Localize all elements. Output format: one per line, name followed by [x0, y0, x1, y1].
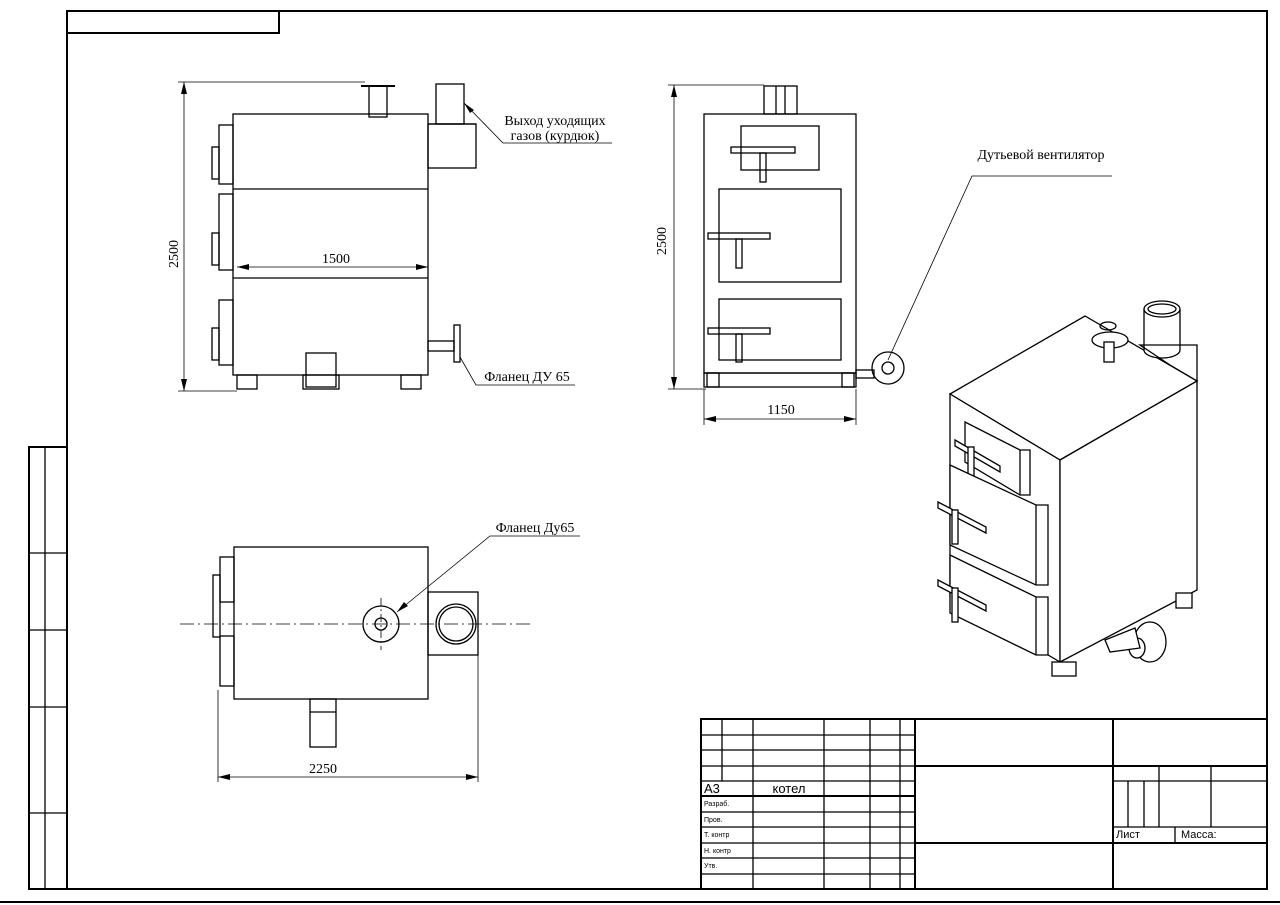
mass-label: Масса: — [1181, 829, 1217, 841]
format-label: А3 — [704, 781, 720, 796]
dim-top-length: 2250 — [309, 762, 337, 777]
dim-side-width: 1500 — [322, 252, 350, 267]
side-view — [178, 81, 612, 392]
isometric-view — [937, 300, 1199, 677]
label-flange-top: Фланец Ду65 — [496, 521, 575, 536]
label-flue-outlet-1: Выход уходящих — [504, 114, 605, 129]
title-block — [700, 718, 1268, 890]
row-norm-control: Н. контр — [704, 848, 731, 855]
dim-side-height: 2500 — [167, 240, 182, 268]
label-blower-fan: Дутьевой вентилятор — [978, 148, 1105, 163]
sheet-frame — [0, 10, 1280, 903]
drawing-name: котел — [773, 781, 806, 796]
sheet-label: Лист — [1116, 829, 1140, 841]
label-flue-outlet-2: газов (курдюк) — [511, 129, 600, 144]
dim-front-height: 2500 — [655, 227, 670, 255]
row-tech-control: Т. контр — [704, 832, 729, 839]
row-developed: Разраб. — [704, 800, 729, 808]
label-flange-side: Фланец ДУ 65 — [484, 370, 569, 385]
row-checked: Пров. — [704, 817, 723, 824]
top-view — [180, 535, 580, 782]
front-view — [668, 84, 1112, 425]
dim-front-width: 1150 — [767, 403, 794, 418]
row-approved: Утв. — [704, 863, 717, 870]
